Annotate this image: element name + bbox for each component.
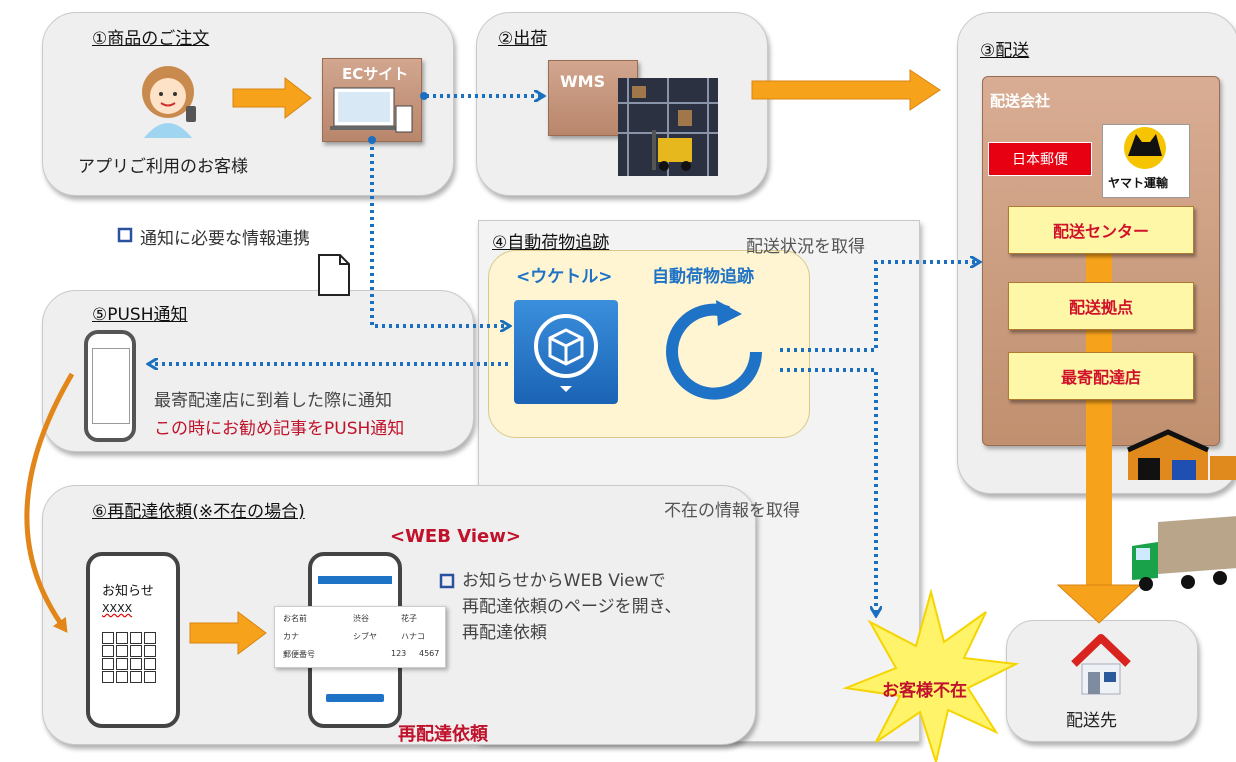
refresh-cycle-icon xyxy=(666,300,762,400)
webview-phone-header xyxy=(318,576,392,584)
nearest-store-box: 最寄配達店 xyxy=(1008,352,1194,400)
absent-star-burst xyxy=(842,588,1020,762)
customer-icon xyxy=(142,66,196,138)
ec-down-dot xyxy=(368,136,376,144)
form-row-v2[interactable]: ハナコ xyxy=(401,632,425,641)
bullet-square-icon xyxy=(439,573,455,589)
bullet-square-icon xyxy=(117,227,133,243)
delivery-company-label: 配送会社 xyxy=(990,92,1051,110)
form-row-v1[interactable]: シブヤ xyxy=(353,632,377,641)
form-row-v1[interactable]: 123 xyxy=(391,649,407,658)
truck-icon xyxy=(1132,516,1236,591)
redeliver-arrow xyxy=(189,611,267,655)
form-row: 郵便番号 123 4567 xyxy=(283,649,439,660)
order-arrow xyxy=(232,76,312,120)
form-row-label: 郵便番号 xyxy=(283,650,315,659)
form-row: カナ シブヤ ハナコ xyxy=(283,631,439,642)
uketoru-label: <ウケトル> xyxy=(516,267,613,287)
warehouse-forklift-icon xyxy=(618,78,718,176)
get-status-note: 配送状況を取得 xyxy=(746,237,865,257)
tracking-to-delivery-connector xyxy=(780,262,978,352)
form-row: お名前 渋谷 花子 xyxy=(283,613,439,624)
push-line2: この時にお勧め記事をPUSH通知 xyxy=(154,419,405,439)
push-phone-icon xyxy=(84,330,136,442)
notice-phone-item: XXXX xyxy=(102,602,133,615)
delivery-center-box: 配送センター xyxy=(1008,206,1194,254)
form-row-label: カナ xyxy=(283,632,299,641)
delivery-flow-arrowhead xyxy=(1056,584,1142,624)
document-icon xyxy=(318,254,350,296)
tracking-to-absent-connector xyxy=(780,368,876,614)
package-icon xyxy=(534,314,598,392)
form-row-v2[interactable]: 花子 xyxy=(401,614,417,623)
absent-star-label: お客様不在 xyxy=(882,681,967,701)
push-to-redeliver-connector xyxy=(24,372,75,633)
notice-phone-grid xyxy=(102,632,166,684)
info-link-note: 通知に必要な情報連携 xyxy=(140,229,310,249)
redeliver-caption: 再配達依頼 xyxy=(398,724,488,745)
form-row-v1[interactable]: 渋谷 xyxy=(353,614,369,623)
ec-connector-dot xyxy=(420,92,428,100)
redeliver-bullet-text: お知らせからWEB Viewで 再配達依頼のページを開き、 再配達依頼 xyxy=(462,571,682,643)
get-absent-note: 不在の情報を取得 xyxy=(664,501,800,521)
ship-title: ②出荷 xyxy=(498,29,548,49)
order-title: ①商品のご注文 xyxy=(92,29,210,49)
form-row-v2[interactable]: 4567 xyxy=(419,649,440,658)
push-line1: 最寄配達店に到着した際に通知 xyxy=(154,391,392,411)
ec-site-label: ECサイト xyxy=(342,65,409,83)
ec-devices-icon xyxy=(330,87,413,133)
warehouse-building-icon xyxy=(1126,429,1236,480)
black-cat-icon xyxy=(1124,127,1166,169)
auto-tracking-label: 自動荷物追跡 xyxy=(652,267,754,287)
delivery-hub-box: 配送拠点 xyxy=(1008,282,1194,330)
delivery-title: ③配送 xyxy=(980,41,1030,61)
redeliver-form-card: お名前 渋谷 花子 カナ シブヤ ハナコ 郵便番号 123 4567 xyxy=(274,606,446,668)
yamato-logo-text: ヤマト運輸 xyxy=(1108,176,1169,190)
wms-label: WMS xyxy=(560,72,606,91)
customer-label: アプリご利用のお客様 xyxy=(78,157,248,177)
webview-phone-submit xyxy=(326,694,384,702)
japanpost-logo: 日本郵便 xyxy=(988,142,1092,176)
notice-phone: お知らせ XXXX xyxy=(86,552,180,728)
house-icon xyxy=(1071,634,1131,695)
form-row-label: お名前 xyxy=(283,614,307,623)
push-title: ⑤PUSH通知 xyxy=(92,305,188,325)
notice-phone-header: お知らせ xyxy=(102,584,154,599)
destination-label: 配送先 xyxy=(1066,711,1117,731)
ship-to-delivery-arrow xyxy=(751,69,941,111)
tracking-title: ④自動荷物追跡 xyxy=(492,233,610,253)
webview-label: <WEB View> xyxy=(390,526,521,547)
ec-to-app-connector xyxy=(370,140,508,326)
japanpost-logo-text: 日本郵便 xyxy=(1012,152,1068,168)
redeliver-title: ⑥再配達依頼(※不在の場合) xyxy=(92,502,305,522)
push-phone-screen xyxy=(92,348,130,424)
